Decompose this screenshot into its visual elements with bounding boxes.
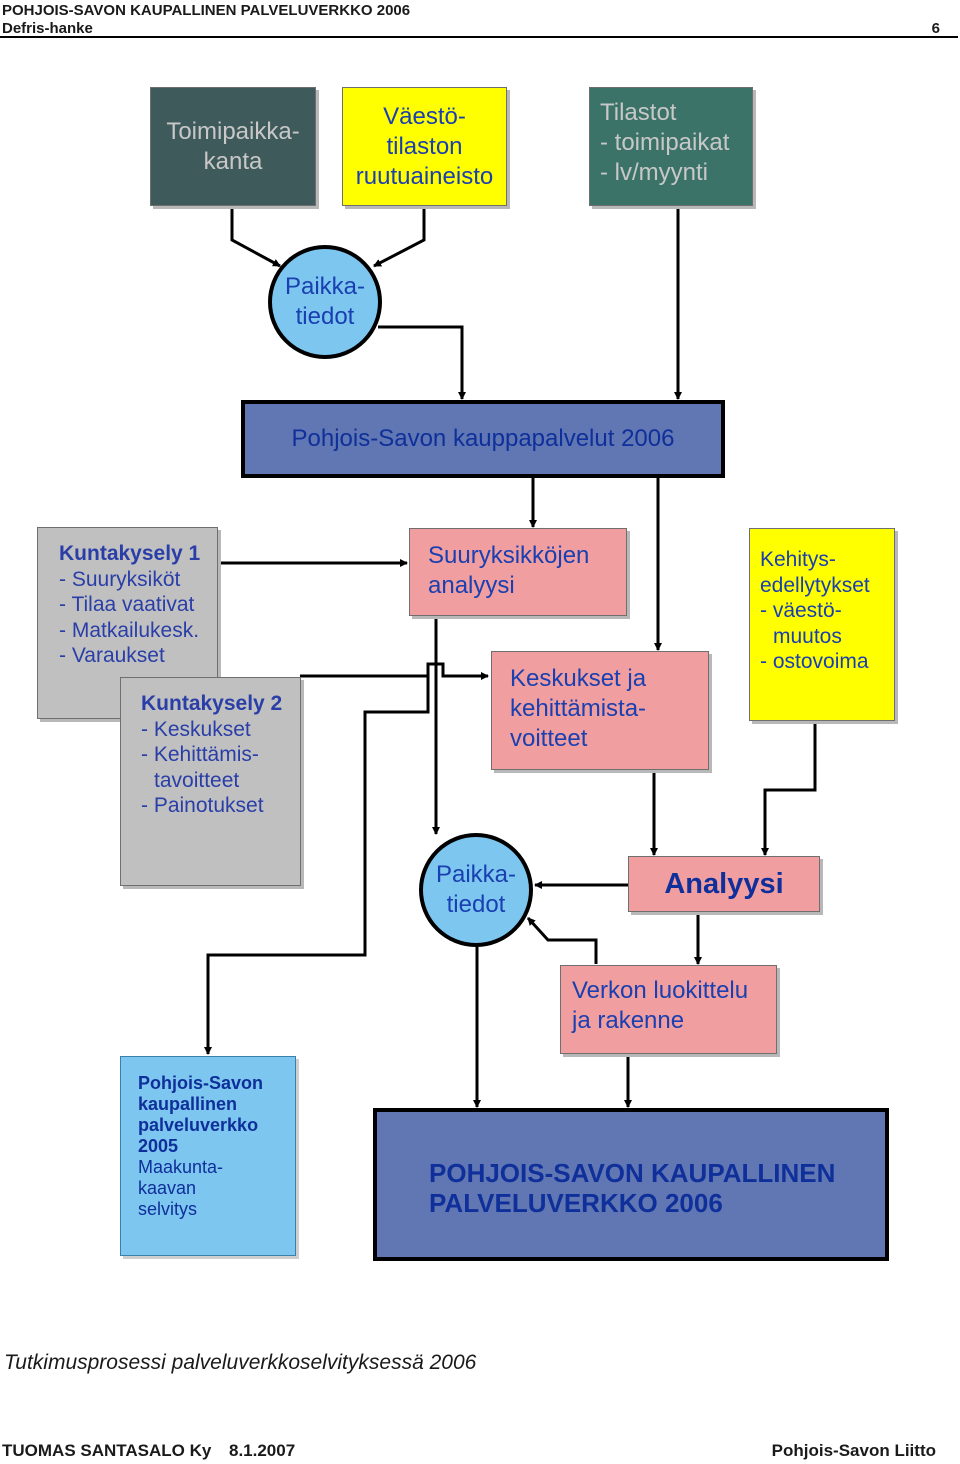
palveluverkko2005-line: kaavan <box>138 1178 197 1198</box>
paikkatiedot-top-circle: Paikka- tiedot <box>268 245 382 359</box>
arrow-vaesto-to-paikkatiedot <box>373 206 426 268</box>
kehitys-box: Kehitys- edellytykset - väestö- muutos -… <box>749 528 895 721</box>
vaestotilasto-box: Väestö- tilaston ruutuaineisto <box>342 87 507 206</box>
arrow-verkko-to-paikkatiedot <box>526 916 598 964</box>
kuntakysely2-item: - Kehittämis- <box>141 743 259 766</box>
tilastot-line-2: - toimipaikat <box>600 129 730 156</box>
kehitys-line-3: - väestö- <box>760 599 842 622</box>
figure-caption: Tutkimusprosessi palveluverkkoselvitykse… <box>4 1351 477 1374</box>
kehitys-line-4: muutos <box>773 624 842 648</box>
kuntakysely2-item: - Keskukset <box>141 717 251 741</box>
analyysi-label: Analyysi <box>664 867 784 900</box>
vaesto-line-3: ruutuaineisto <box>355 162 494 190</box>
kauppapalvelut-label: Pohjois-Savon kauppapalvelut 2006 <box>291 425 675 452</box>
palveluverkko2005-bold-line: palveluverkko <box>138 1115 259 1135</box>
vaesto-line-1: Väestö- <box>383 102 466 130</box>
final-line-1: POHJOIS-SAVON KAUPALLINEN <box>429 1158 836 1188</box>
tilastot-line-3: - lv/myynti <box>600 159 708 186</box>
palveluverkko2005-bold-line: Pohjois-Savon <box>138 1073 264 1093</box>
paikkatiedot-top-line-2: tiedot <box>295 303 355 330</box>
toimipaikkakanta-line-1: Toimipaikka- <box>166 117 300 145</box>
final-line-2: PALVELUVERKKO 2006 <box>429 1188 723 1218</box>
palveluverkko2005-bold-line: 2005 <box>138 1136 179 1156</box>
kehitys-line-2: edellytykset <box>760 573 870 597</box>
paikkatiedot-mid-line-1: Paikka- <box>435 861 517 888</box>
header-rule <box>0 36 958 38</box>
palveluverkko2005-line: selvitys <box>138 1199 198 1219</box>
footer-author: TUOMAS SANTASALO Ky <box>2 1441 212 1460</box>
kehitys-line-5: - ostovoima <box>760 650 869 673</box>
arrow-kuntakysely-to-palveluverkko2005 <box>204 676 430 1055</box>
kuntakysely2-title: Kuntakysely 2 <box>141 692 283 715</box>
verkko-line-1: Verkon luokittelu <box>572 977 749 1004</box>
footer-client: Pohjois-Savon Liitto <box>771 1441 936 1460</box>
suuryksikot-line-1: Suuryksikköjen <box>428 542 590 569</box>
analyysi-box: Analyysi <box>628 856 820 912</box>
paikkatiedot-mid-line-2: tiedot <box>446 891 506 918</box>
kehitys-line-1: Kehitys- <box>760 548 836 571</box>
suuryksikot-line-2: analyysi <box>428 572 515 599</box>
arrow-paikkatiedot-to-kauppapalvelut <box>378 325 466 400</box>
toimipaikkakanta-box: Toimipaikka- kanta <box>150 87 316 206</box>
paikkatiedot-mid-circle: Paikka- tiedot <box>419 833 533 947</box>
page-number: 6 <box>931 20 940 37</box>
tilastot-box: Tilastot - toimipaikat - lv/myynti <box>589 87 753 206</box>
project-name: Defris-hanke <box>2 20 93 37</box>
final-palveluverkko-box: POHJOIS-SAVON KAUPALLINEN PALVELUVERKKO … <box>373 1108 889 1261</box>
kauppapalvelut-box: Pohjois-Savon kauppapalvelut 2006 <box>241 400 725 478</box>
vaesto-line-2: tilaston <box>386 132 463 160</box>
document-title: POHJOIS-SAVON KAUPALLINEN PALVELUVERKKO … <box>2 2 411 19</box>
palveluverkko2005-bold-line: kaupallinen <box>138 1094 238 1114</box>
tilastot-line-1: Tilastot <box>600 99 677 126</box>
kuntakysely1-item: - Tilaa vaativat <box>59 593 195 616</box>
verkko-line-2: ja rakenne <box>572 1007 685 1034</box>
kuntakysely1-item: - Suuryksiköt <box>59 567 181 591</box>
palveluverkko2005-box: Pohjois-Savon kaupallinen palveluverkko … <box>120 1056 296 1256</box>
keskukset-line-1: Keskukset ja <box>510 665 647 692</box>
paikkatiedot-top-line-1: Paikka- <box>284 273 366 300</box>
kuntakysely2-item: tavoitteet <box>154 768 240 792</box>
kuntakysely2-box: Kuntakysely 2 - Keskukset - Kehittämis- … <box>120 677 301 886</box>
keskukset-box: Keskukset ja kehittämista- voitteet <box>491 651 709 770</box>
keskukset-line-3: voitteet <box>510 725 588 752</box>
keskukset-line-2: kehittämista- <box>510 695 647 722</box>
toimipaikkakanta-line-2: kanta <box>203 147 263 175</box>
arrow-toimipaikka-to-paikkatiedot <box>230 206 281 268</box>
palveluverkko2005-line: Maakunta- <box>138 1157 224 1177</box>
suuryksikot-box: Suuryksikköjen analyysi <box>409 528 627 616</box>
kuntakysely1-item: - Varaukset <box>59 644 165 667</box>
footer-date: 8.1.2007 <box>229 1441 296 1460</box>
arrow-kuntakysely2-to-keskukset <box>300 662 489 680</box>
kuntakysely1-item: - Matkailukesk. <box>59 618 200 642</box>
kuntakysely1-title: Kuntakysely 1 <box>59 542 201 565</box>
kuntakysely2-item: - Painotukset <box>141 794 264 817</box>
arrow-kehitys-to-analyysi <box>761 720 817 856</box>
verkko-box: Verkon luokittelu ja rakenne <box>560 965 777 1054</box>
